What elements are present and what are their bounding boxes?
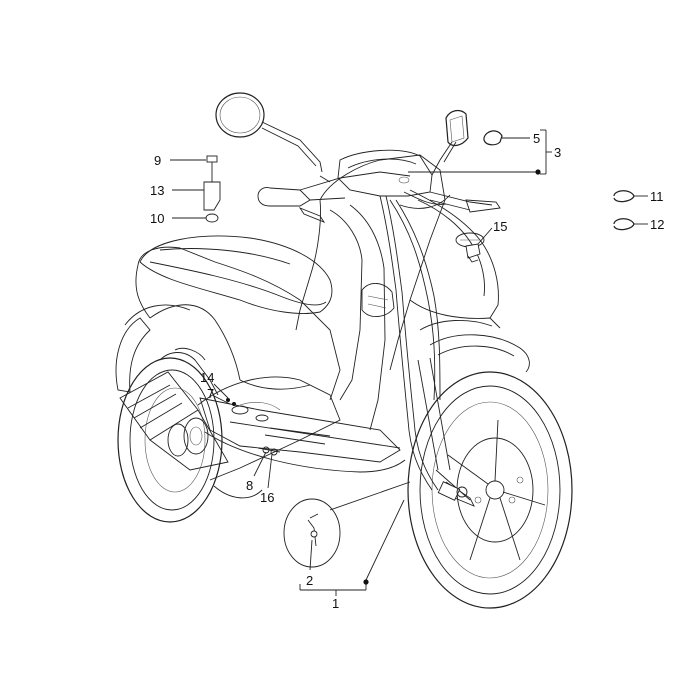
callout-10: 10 [150,211,164,226]
rear-fittings [226,398,281,456]
front-leg-shield [295,154,446,431]
cables [379,194,451,491]
muffler [119,371,229,471]
right-mirror [431,109,469,176]
callout-2: 2 [306,573,313,588]
callout-9: 9 [154,153,161,168]
front-fender [419,319,530,373]
callout-3: 3 [554,145,561,160]
seat [139,235,333,314]
bolt-part-9 [206,155,218,182]
floorboard [199,397,406,473]
callout-labels: 9 13 10 5 3 11 12 15 14 7 8 16 2 1 [150,131,664,611]
callout-16: 16 [260,490,274,505]
callout-1: 1 [332,596,339,611]
rear-mudguard [115,304,191,393]
leader-lines [170,129,648,596]
front-wheel [407,371,573,609]
callout-7: 7 [207,386,214,401]
callout-5: 5 [533,131,540,146]
clip-part-11 [613,190,635,203]
callout-13: 13 [150,183,164,198]
callout-8: 8 [246,478,253,493]
rear-body-panel [135,246,341,401]
connector-part-15 [465,243,481,263]
callout-14: 14 [200,370,214,385]
engine-swingarm [197,376,341,499]
callout-12: 12 [650,217,664,232]
nut-part-10 [205,213,219,223]
front-fork [417,357,475,507]
clip-part-5 [483,130,503,146]
handlebar [257,149,501,223]
detail-bubble [283,481,411,568]
left-mirror [215,92,323,173]
clip-part-12 [613,218,635,231]
callout-11: 11 [650,189,664,204]
bracket-part-13 [203,181,221,211]
callout-15: 15 [493,219,507,234]
rear-wheel [117,357,223,523]
